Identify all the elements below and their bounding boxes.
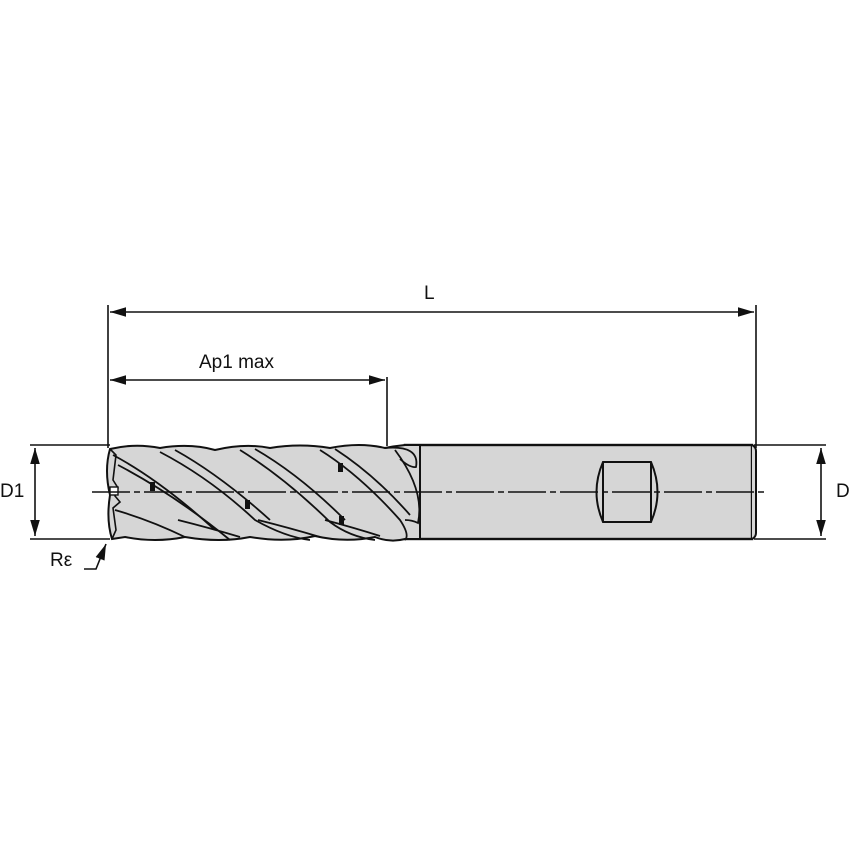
label-ap1-max: Ap1 max [199, 352, 274, 373]
label-l: L [424, 283, 435, 304]
label-d: D [836, 481, 850, 502]
fluted-section [106, 444, 421, 542]
label-d1: D1 [0, 481, 25, 502]
dimension-lines [30, 307, 826, 570]
leader-re [84, 543, 107, 570]
label-re: Rε [50, 550, 73, 571]
extension-lines [30, 305, 826, 540]
